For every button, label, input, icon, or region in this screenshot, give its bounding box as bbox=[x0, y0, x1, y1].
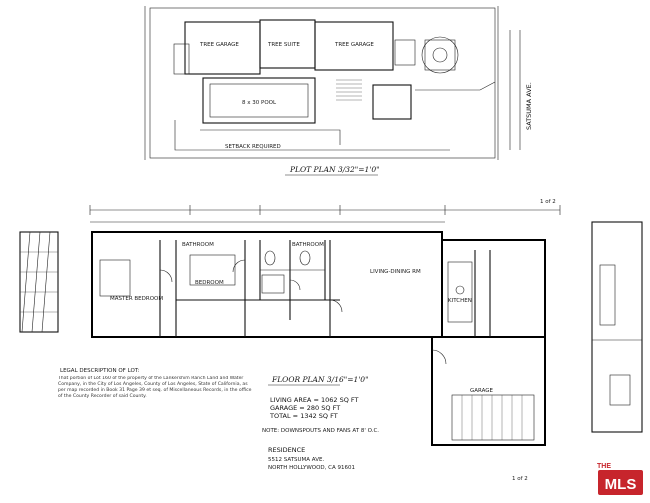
room-master-bedroom: MASTER BEDROOM bbox=[110, 296, 163, 302]
mls-logo: MLS bbox=[596, 468, 645, 497]
legal-description: LEGAL DESCRIPTION OF LOT: That portion o… bbox=[58, 368, 252, 399]
left-stair-elevation bbox=[19, 231, 59, 333]
right-elevation bbox=[591, 221, 643, 433]
bathtub-fixture bbox=[261, 274, 285, 294]
room-bedroom: BEDROOM bbox=[195, 280, 224, 286]
sheet-number: 1 of 2 bbox=[512, 476, 528, 482]
plot-plan-title: PLOT PLAN 3/32"=1'0" bbox=[289, 165, 380, 174]
room-garage: GARAGE bbox=[470, 388, 494, 394]
legal-text: That portion of Lot 160 of the property … bbox=[58, 376, 252, 399]
legal-heading: LEGAL DESCRIPTION OF LOT: bbox=[60, 368, 140, 374]
mls-prefix: THE bbox=[597, 463, 611, 470]
area-garage: GARAGE = 280 SQ FT bbox=[270, 404, 340, 412]
plot-label-garage-right: TREE GARAGE bbox=[334, 42, 374, 48]
plot-label-suite: TREE SUITE bbox=[267, 42, 300, 48]
room-bathroom-2: BATHROOM bbox=[292, 242, 324, 248]
area-living: LIVING AREA = 1062 SQ FT bbox=[270, 396, 359, 404]
room-bathroom-1: BATHROOM bbox=[182, 242, 214, 248]
room-kitchen: KITCHEN bbox=[448, 298, 472, 304]
address-line-2: NORTH HOLLYWOOD, CA 91601 bbox=[268, 465, 355, 471]
address-line-1: 5512 SATSUMA AVE. bbox=[268, 457, 324, 463]
residence-title: RESIDENCE bbox=[268, 446, 305, 454]
plot-label-garage-left: TREE GARAGE bbox=[199, 42, 239, 48]
plot-tree-circle bbox=[421, 36, 459, 74]
toilet-fixture bbox=[264, 250, 276, 266]
plot-label-pool: 8 x 30 POOL bbox=[242, 100, 277, 106]
room-living: LIVING-DINING RM bbox=[370, 269, 421, 275]
street-label: SATSUMA AVE. bbox=[525, 82, 533, 130]
floor-plan-title: FLOOR PLAN 3/16"=1'0" bbox=[271, 375, 369, 384]
plot-label-setback: SETBACK REQUIRED bbox=[225, 144, 281, 150]
sheet-number-top: 1 of 2 bbox=[540, 199, 556, 205]
area-total: TOTAL = 1342 SQ FT bbox=[269, 412, 338, 420]
floor-note: NOTE: DOWNSPOUTS AND FANS AT 8' O.C. bbox=[262, 428, 379, 434]
plot-plan: SATSUMA AVE. TREE GARAGE TREE SUITE TREE… bbox=[144, 6, 533, 176]
floor-plan: MASTER BEDROOM BEDROOM BATHROOM BATHROOM… bbox=[19, 205, 643, 471]
kitchen-counter bbox=[447, 261, 473, 323]
plot-stairs-hatch bbox=[336, 79, 362, 101]
